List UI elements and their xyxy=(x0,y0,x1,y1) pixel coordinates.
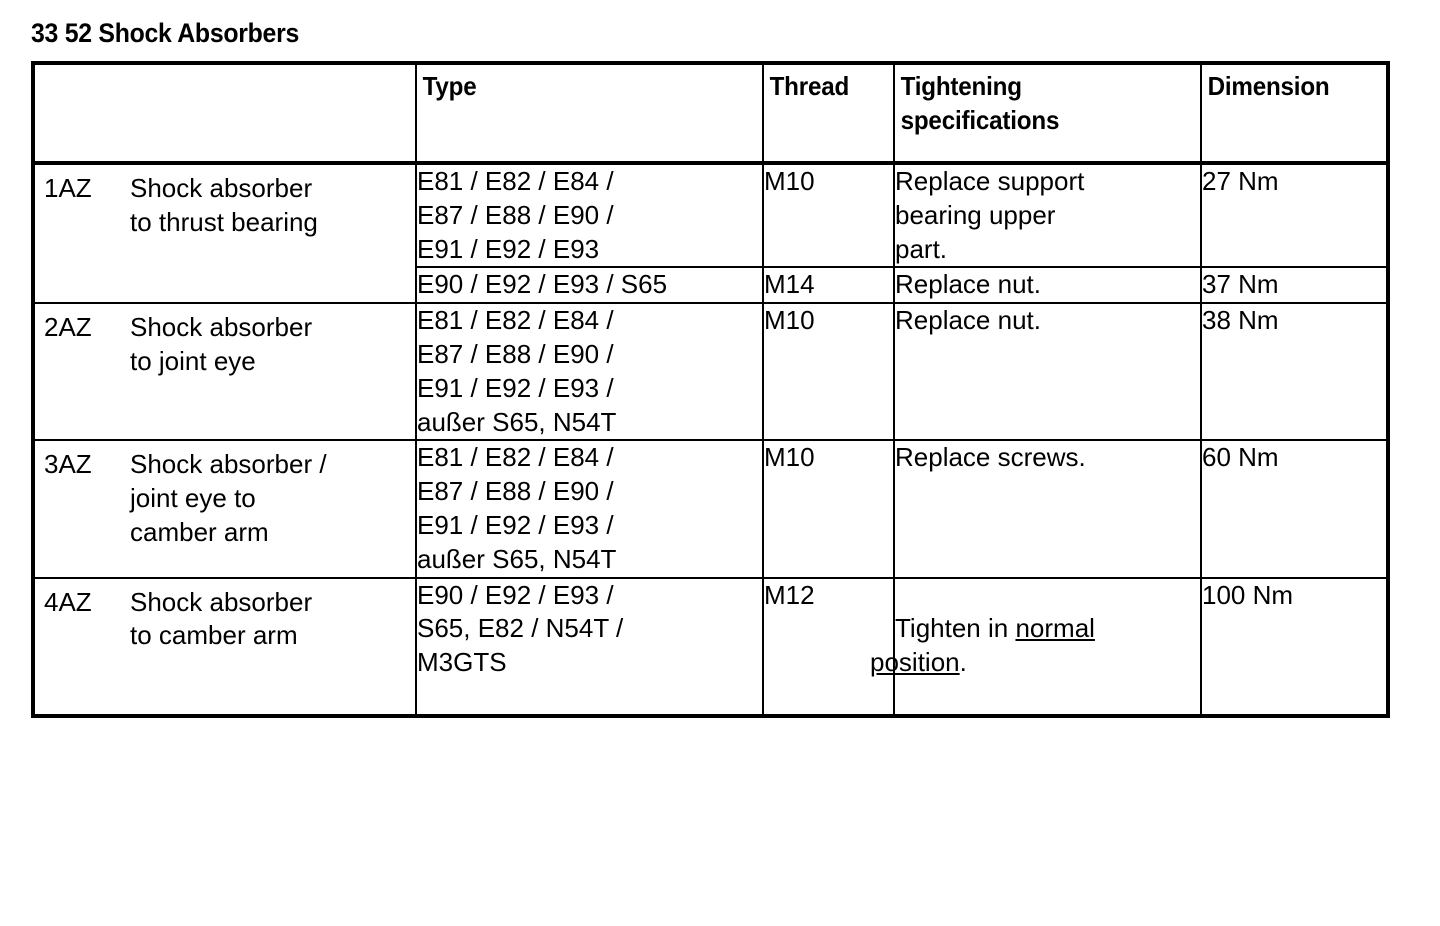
cell-dimension-3az: 60 Nm xyxy=(1200,439,1390,579)
cell-type-2az: E81 / E82 / E84 / E87 / E88 / E90 / E91 … xyxy=(415,302,764,442)
row-description-2az: Shock absorber to joint eye xyxy=(130,312,313,376)
tighten-prefix-text: Tighten in xyxy=(895,613,1016,644)
cell-thread-1az-b: M14 xyxy=(762,266,895,305)
cell-type-1az-b: E90 / E92 / E93 / S65 xyxy=(415,266,764,305)
cell-type-3az: E81 / E82 / E84 / E87 / E88 / E90 / E91 … xyxy=(415,439,764,579)
row-description-cell-3az: 3AZ Shock absorber / joint eye to camber… xyxy=(31,439,417,579)
cell-dimension-4az: 100 Nm xyxy=(1200,576,1390,718)
cell-type-4az: E90 / E92 / E93 / S65, E82 / N54T / M3GT… xyxy=(415,576,764,718)
cell-tightening-1az-a: Replace support bearing upper part. xyxy=(893,161,1202,269)
cell-dimension-1az-b: 37 Nm xyxy=(1200,266,1390,305)
cell-type-1az-a: E81 / E82 / E84 / E87 / E88 / E90 / E91 … xyxy=(415,161,764,269)
header-label-empty xyxy=(35,65,388,78)
header-cell-dimension: Dimension xyxy=(1200,61,1390,165)
row-description-cell-2az: 2AZ Shock absorber to joint eye xyxy=(31,302,417,442)
page-title: 33 52 Shock Absorbers xyxy=(31,18,300,48)
cell-thread-4az: M12 xyxy=(762,576,895,718)
tighten-underlined-word-1: normal xyxy=(1015,613,1095,644)
table-row: 1AZ Shock absorber to thrust bearing E81… xyxy=(31,161,1390,305)
cell-tightening-3az: Replace screws. xyxy=(893,439,1202,579)
row-id-3az: 3AZ xyxy=(44,449,92,480)
cell-tightening-4az: Tighten in normal position. xyxy=(870,576,1202,718)
cell-dimension-1az-a: 27 Nm xyxy=(1200,161,1390,269)
tighten-suffix-text: . xyxy=(959,647,967,678)
header-label-type: Type xyxy=(422,71,477,101)
cell-dimension-2az: 38 Nm xyxy=(1200,302,1390,442)
cell-tightening-2az: Replace nut. xyxy=(893,302,1202,442)
header-label-dimension: Dimension xyxy=(1207,71,1330,101)
row-description-cell-4az: 4AZ Shock absorber to camber arm xyxy=(31,576,417,718)
table-row: 2AZ Shock absorber to joint eye E81 / E8… xyxy=(31,302,1390,442)
cell-thread-2az: M10 xyxy=(762,302,895,442)
table-row: 4AZ Shock absorber to camber arm E90 / E… xyxy=(31,576,1390,718)
row-description-3az: Shock absorber / joint eye to camber arm xyxy=(130,449,327,547)
row-description-4az: Shock absorber to camber arm xyxy=(130,586,313,651)
cell-thread-3az: M10 xyxy=(762,439,895,579)
header-label-tightening: Tightening specifications xyxy=(900,71,1060,135)
row-description-1az: Shock absorber to thrust bearing xyxy=(130,173,318,237)
header-cell-thread: Thread xyxy=(762,61,895,165)
header-cell-type: Type xyxy=(415,61,764,165)
header-cell-tightening: Tightening specifications xyxy=(893,61,1202,165)
cell-tightening-1az-b: Replace nut. xyxy=(893,266,1202,305)
row-id-4az: 4AZ xyxy=(44,586,92,617)
table-header-row: Type Thread Tightening specifications Di… xyxy=(31,61,1390,165)
table-row: E90 / E92 / E93 / S65 M14 Replace nut. 3… xyxy=(33,266,1390,305)
table-row: 3AZ Shock absorber / joint eye to camber… xyxy=(31,439,1390,579)
cell-thread-1az-a: M10 xyxy=(762,161,895,269)
row-id-2az: 2AZ xyxy=(44,312,92,343)
header-cell-empty xyxy=(31,61,417,165)
header-label-thread: Thread xyxy=(769,71,850,101)
row-id-1az: 1AZ xyxy=(44,173,92,203)
tighten-underlined-word-2: position xyxy=(870,647,960,678)
row-description-cell-1az: 1AZ Shock absorber to thrust bearing xyxy=(31,161,417,305)
shock-absorbers-spec-table: Type Thread Tightening specifications Di… xyxy=(31,61,1390,718)
